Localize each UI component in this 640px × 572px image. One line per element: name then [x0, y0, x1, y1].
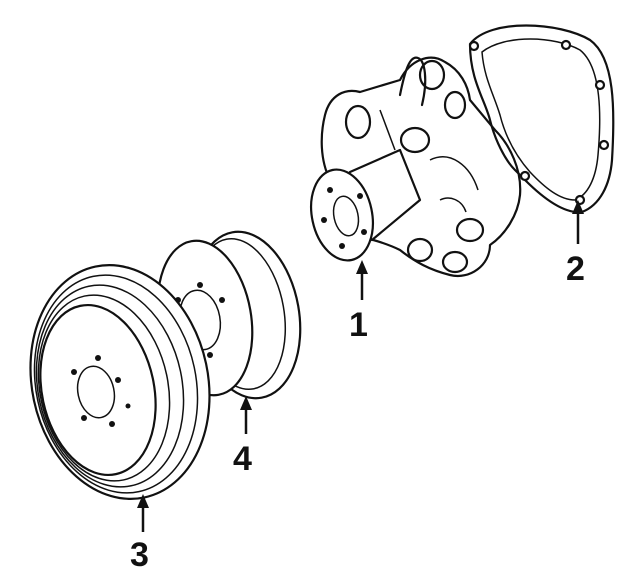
callout-4: 4	[233, 396, 252, 478]
callout-2-label: 2	[566, 250, 585, 288]
callout-1-label: 1	[349, 306, 368, 344]
callout-4-label: 4	[233, 440, 252, 478]
callout-2: 2	[566, 200, 585, 288]
callout-3-label: 3	[130, 536, 149, 572]
gasket	[468, 24, 615, 214]
callout-1: 1	[349, 260, 368, 344]
crank-pulley	[29, 264, 211, 500]
water-pump	[310, 56, 522, 278]
callout-3: 3	[130, 494, 149, 572]
